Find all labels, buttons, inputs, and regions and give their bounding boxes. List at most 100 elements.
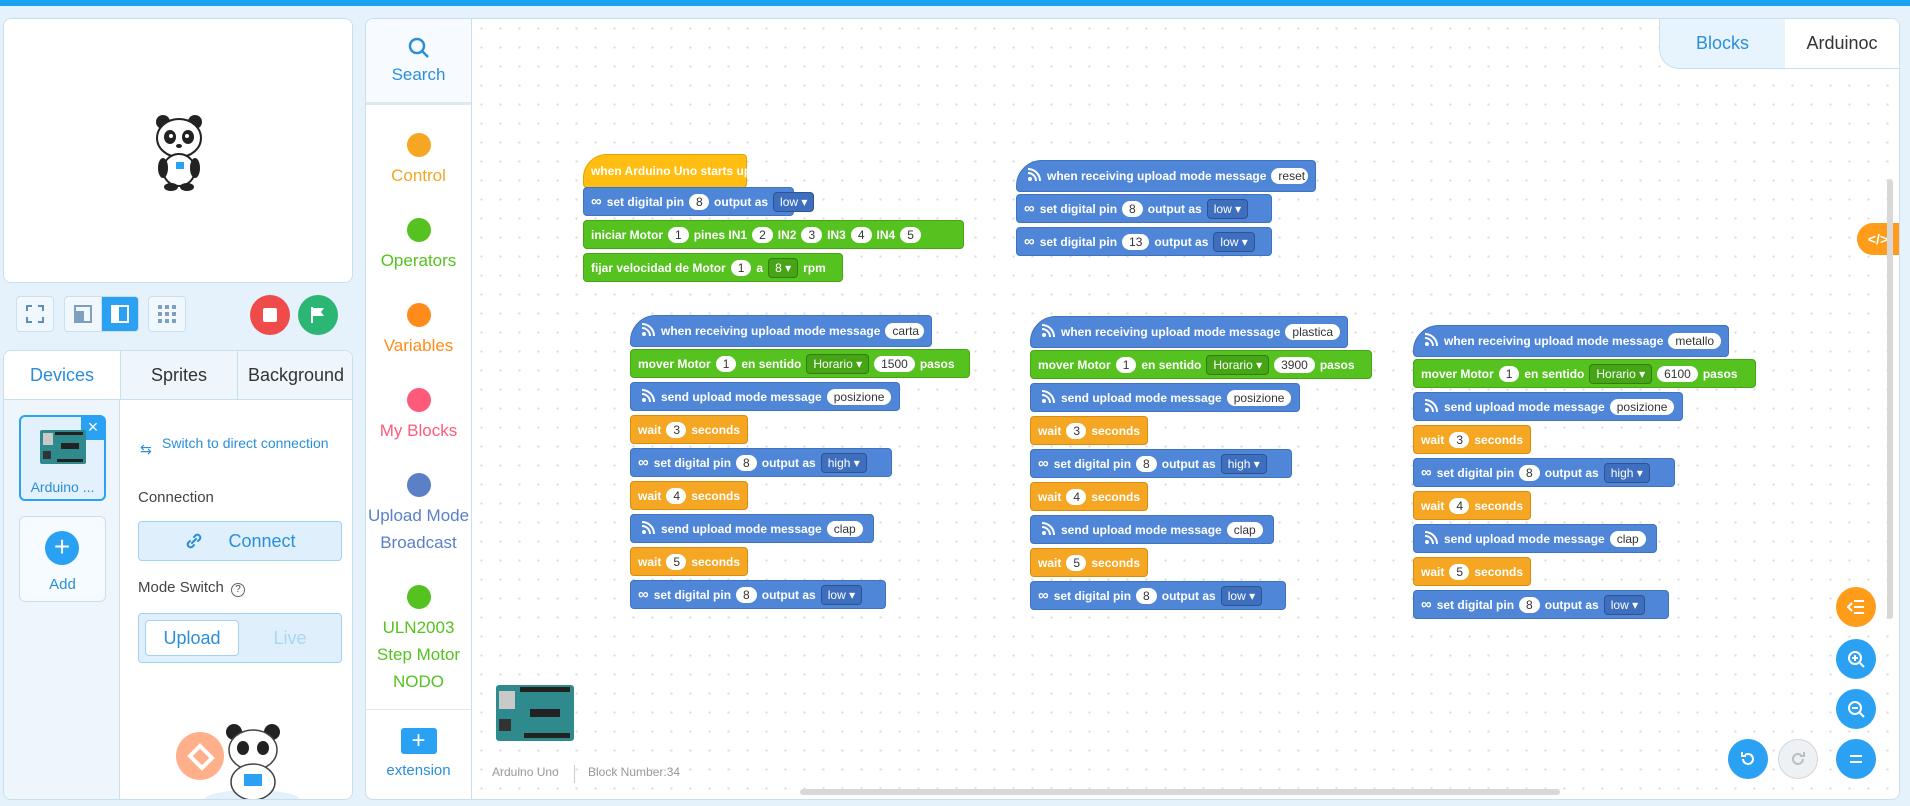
block-wait[interactable]: wait 3 seconds: [1030, 416, 1148, 445]
block-send-upload-message[interactable]: send upload mode message posizione: [630, 382, 900, 411]
tab-arduinoc[interactable]: Arduinoc: [1785, 19, 1899, 69]
block-send-upload-message[interactable]: send upload mode message clap: [1413, 524, 1657, 553]
block-fijar-velocidad[interactable]: fijar velocidad de Motor 1 a 8 ▾ rpm: [583, 253, 843, 282]
block-send-upload-message[interactable]: send upload mode message clap: [1030, 515, 1274, 544]
broadcast-icon: [638, 322, 656, 340]
stop-button[interactable]: [250, 295, 290, 335]
block-when-receiving-plastica[interactable]: when receiving upload mode message plast…: [1030, 316, 1348, 348]
stage[interactable]: [3, 18, 353, 283]
block-when-receiving-metallo[interactable]: when receiving upload mode message metal…: [1413, 325, 1729, 357]
device-name: Arduino ...: [30, 479, 95, 495]
block-set-digital-pin[interactable]: ∞ set digital pin 8 output as high ▾: [1413, 458, 1675, 487]
block-send-upload-message[interactable]: send upload mode message clap: [630, 514, 874, 543]
arduino-infinity-icon: ∞: [1038, 586, 1049, 604]
block-wait[interactable]: wait 5 seconds: [1030, 548, 1148, 577]
zoom-out-icon: [1848, 701, 1865, 718]
device-card-arduino[interactable]: × Arduino ...: [19, 415, 106, 501]
stop-icon: [263, 308, 277, 322]
uln2003-dot-icon: [406, 585, 431, 609]
category-variables[interactable]: Variables: [366, 303, 471, 359]
block-set-digital-pin[interactable]: ∞ set digital pin 8 output as high ▾: [1030, 449, 1292, 478]
zoom-in-button[interactable]: [1836, 639, 1876, 679]
category-search[interactable]: Search: [366, 19, 471, 105]
block-when-receiving-carta[interactable]: when receiving upload mode message carta: [630, 315, 932, 347]
switch-direct-label: Switch to direct connection: [162, 435, 329, 451]
block-wait[interactable]: wait 4 seconds: [630, 481, 748, 510]
plus-icon: +: [45, 531, 79, 565]
tab-sprites[interactable]: Sprites: [120, 351, 237, 399]
category-upload-mode-broadcast[interactable]: Upload Mode Broadcast: [366, 473, 471, 556]
tab-background[interactable]: Background: [237, 351, 352, 399]
mode-upload-button[interactable]: Upload: [145, 620, 239, 656]
undo-button[interactable]: [1728, 739, 1768, 779]
block-send-upload-message[interactable]: send upload mode message posizione: [1030, 383, 1300, 412]
block-set-digital-pin[interactable]: ∞ set digital pin 8 output as high ▾: [630, 448, 892, 477]
blocks-workspace[interactable]: Blocks Arduinoc when Arduino Uno starts …: [471, 18, 1900, 800]
zoom-out-button[interactable]: [1836, 689, 1876, 729]
extension-button[interactable]: + extension: [366, 709, 471, 801]
block-wait[interactable]: wait 5 seconds: [630, 547, 748, 576]
block-set-digital-pin[interactable]: ∞ set digital pin 8 output as low ▾: [1413, 590, 1669, 619]
zoom-in-icon: [1848, 651, 1865, 668]
panda-sprite[interactable]: [149, 112, 209, 192]
block-set-digital-pin[interactable]: ∞ set digital pin 8 output as low ▾: [1016, 194, 1272, 223]
block-wait[interactable]: wait 4 seconds: [1030, 482, 1148, 511]
block-wait[interactable]: wait 3 seconds: [630, 415, 748, 444]
block-when-starts-up[interactable]: when Arduino Uno starts up: [583, 154, 751, 188]
block-set-digital-pin[interactable]: ∞ set digital pin 13 output as low ▾: [1016, 227, 1272, 256]
collapse-menu-button[interactable]: [1836, 587, 1876, 627]
block-wait[interactable]: wait 3 seconds: [1413, 425, 1531, 454]
fullscreen-icon[interactable]: [16, 296, 54, 332]
broadcast-icon: [1024, 167, 1042, 185]
tab-devices[interactable]: Devices: [4, 351, 120, 399]
block-wait[interactable]: wait 5 seconds: [1413, 557, 1531, 586]
redo-icon: [1792, 752, 1805, 765]
arduino-infinity-icon: ∞: [638, 453, 649, 471]
block-set-digital-pin[interactable]: ∞ set digital pin 8 output as low ▾: [630, 580, 886, 609]
switch-direct-connection-link[interactable]: ⇆ Switch to direct connection: [138, 435, 338, 457]
large-stage-icon[interactable]: [101, 296, 139, 332]
horizontal-scrollbar[interactable]: [800, 789, 1560, 795]
tab-blocks[interactable]: Blocks: [1659, 19, 1785, 69]
arduino-infinity-icon: ∞: [1038, 454, 1049, 472]
arduino-infinity-icon: ∞: [1421, 463, 1432, 481]
block-iniciar-motor[interactable]: iniciar Motor 1 pines IN1 2 IN2 3 IN3 4 …: [583, 220, 964, 249]
redo-button[interactable]: [1778, 739, 1818, 779]
block-mover-motor[interactable]: mover Motor 1 en sentido Horario ▾ 3900 …: [1030, 350, 1372, 379]
mode-switch: Upload Live: [138, 613, 342, 663]
add-extension-icon: +: [400, 728, 437, 754]
arduino-infinity-icon: ∞: [638, 585, 649, 603]
arduino-infinity-icon: ∞: [1024, 232, 1035, 250]
extension-label: extension: [386, 762, 451, 779]
block-set-digital-pin[interactable]: ∞ set digital pin 8 output as low ▾: [583, 187, 815, 216]
block-send-upload-message[interactable]: send upload mode message posizione: [1413, 392, 1683, 421]
broadcast-icon: [1421, 398, 1439, 416]
broadcast-icon: [1038, 323, 1056, 341]
add-device-button[interactable]: + Add: [19, 516, 106, 602]
category-my-blocks[interactable]: My Blocks: [366, 388, 471, 444]
search-icon: [408, 37, 429, 58]
devices-panel: Devices Sprites Background × Arduino ...…: [3, 350, 353, 800]
broadcast-icon: [1038, 521, 1056, 539]
block-set-digital-pin[interactable]: ∞ set digital pin 8 output as low ▾: [1030, 581, 1286, 610]
help-icon[interactable]: ?: [231, 583, 246, 597]
mode-live-button[interactable]: Live: [273, 627, 307, 648]
go-button[interactable]: [298, 295, 338, 335]
reset-zoom-button[interactable]: [1836, 739, 1876, 779]
switch-arrows-icon: ⇆: [140, 441, 152, 457]
panda-mascot-illustration: [176, 724, 300, 799]
category-uln2003-step-motor[interactable]: ULN2003 Step Motor NODO: [366, 585, 471, 695]
block-wait[interactable]: wait 4 seconds: [1413, 491, 1531, 520]
vertical-scrollbar[interactable]: [1887, 179, 1893, 619]
small-stage-icon[interactable]: [64, 296, 102, 332]
block-mover-motor[interactable]: mover Motor 1 en sentido Horario ▾ 1500 …: [630, 349, 970, 378]
broadcast-icon: [638, 388, 656, 406]
block-when-receiving-reset[interactable]: when receiving upload mode message reset: [1016, 160, 1316, 192]
control-dot-icon: [406, 133, 431, 157]
grid-view-icon[interactable]: [148, 296, 186, 332]
upload-mode-dot-icon: [406, 473, 431, 497]
category-control[interactable]: Control: [366, 133, 471, 189]
category-operators[interactable]: Operators: [366, 218, 471, 274]
block-mover-motor[interactable]: mover Motor 1 en sentido Horario ▾ 6100 …: [1413, 359, 1756, 388]
connect-button[interactable]: Connect: [138, 521, 342, 561]
